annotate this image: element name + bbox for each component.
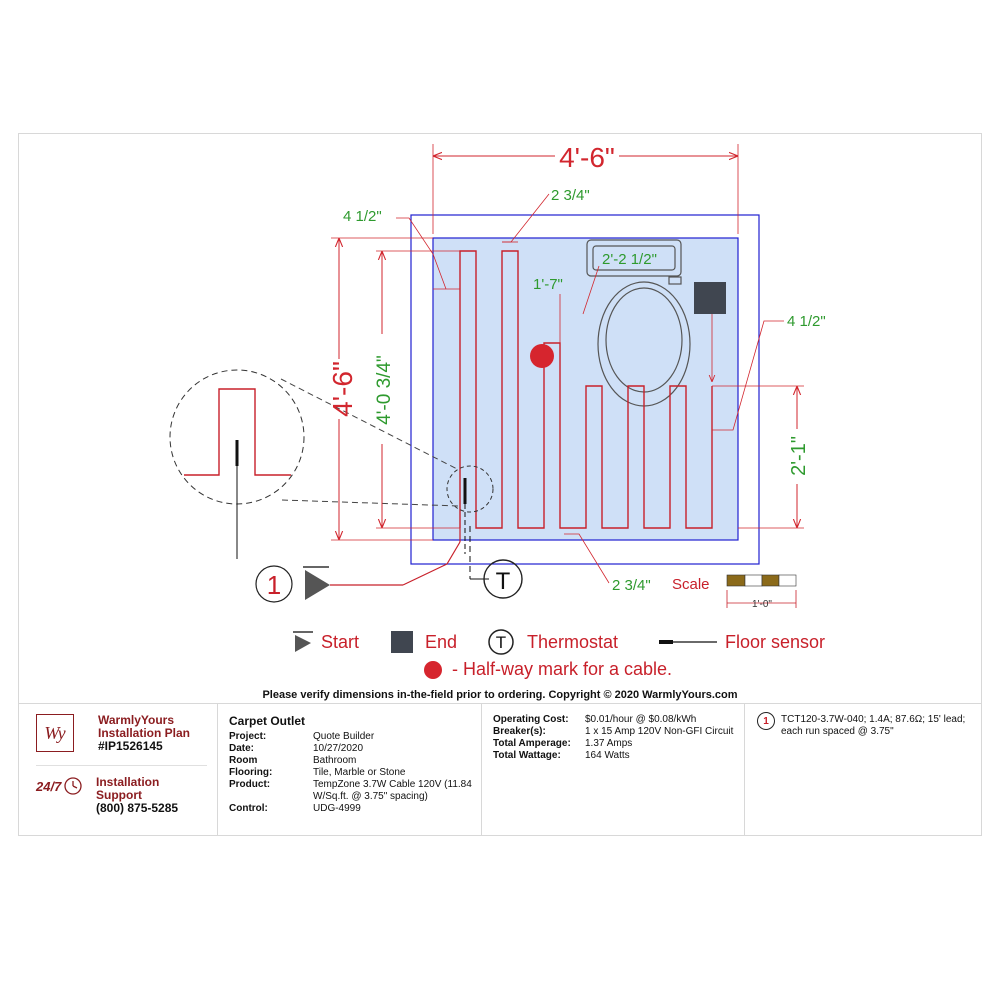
scale-length: 1'-0" — [752, 599, 772, 610]
detail-label: Operating Cost: — [493, 714, 569, 725]
thermostat-icon-glyph: T — [496, 633, 506, 652]
detail-label: Project: — [229, 731, 267, 742]
scale-bar — [726, 574, 797, 608]
dim-overall-height: 4'-6" — [327, 361, 358, 417]
thermostat-glyph: T — [496, 568, 511, 595]
legend-floor-sensor-label: Floor sensor — [725, 631, 826, 652]
detail-value: Bathroom — [313, 755, 357, 766]
end-icon — [391, 631, 413, 653]
cable-detail-callout — [169, 369, 460, 559]
cable-note-text: TCT120-3.7W-040; 1.4A; 87.6Ω; 15' lead; … — [781, 714, 966, 737]
floor-sensor-icon — [659, 640, 717, 644]
cable-note-panel: 1 TCT120-3.7W-040; 1.4A; 87.6Ω; 15' lead… — [744, 704, 982, 836]
plan-footer: Wy WarmlyYours Installation Plan #IP1526… — [18, 703, 982, 836]
warmlyyours-logo: Wy — [36, 714, 74, 752]
dim-right-height: 2'-1" — [788, 436, 810, 476]
detail-value: 10/27/2020 — [313, 743, 364, 754]
scale-label: Scale — [672, 576, 710, 593]
dim-toilet-width: 2'-2 1/2" — [602, 251, 657, 268]
detail-value: TempZone 3.7W Cable 120V (11.84 W/Sq.ft.… — [313, 779, 472, 802]
legend: Start End T Thermostat Floor sensor — [291, 628, 825, 656]
plan-number: #IP1526145 — [98, 739, 163, 753]
halfway-mark — [530, 344, 554, 368]
thermostat-symbol — [483, 559, 523, 599]
installation-plan-sheet: 1 T 4'-6" 4'-6" 4'-0 3/4" 2'-1" — [18, 133, 982, 836]
circuit-number: 1 — [267, 570, 281, 600]
legend-end-label: End — [425, 631, 458, 652]
start-arrow-icon — [303, 566, 330, 600]
support-title: Installation — [96, 775, 160, 789]
dim-top-gap: 2 3/4" — [551, 187, 590, 204]
legend-halfway: - Half-way mark for a cable. — [424, 659, 672, 680]
floor-sensor-detail-circle — [446, 465, 494, 513]
detail-value: 164 Watts — [585, 750, 630, 761]
detail-label: Date: — [229, 743, 255, 754]
project-title: Carpet Outlet — [229, 714, 306, 728]
logo-text: Wy — [44, 722, 66, 743]
detail-label: Room — [229, 755, 258, 766]
detail-label: Breaker(s): — [493, 726, 546, 737]
detail-value: Quote Builder — [313, 731, 375, 742]
dim-toilet-offset: 1'-7" — [533, 276, 563, 293]
legend-halfway-label: - Half-way mark for a cable. — [452, 659, 673, 679]
dim-top-left-offset: 4 1/2" — [343, 208, 382, 225]
company-name: WarmlyYours — [98, 713, 175, 727]
branding-panel: Wy WarmlyYours Installation Plan #IP1526… — [18, 704, 217, 836]
detail-label: Control: — [229, 803, 268, 814]
disclaimer: Please verify dimensions in-the-field pr… — [262, 689, 738, 701]
circuit-number-circle — [255, 565, 293, 603]
detail-value: 1 x 15 Amp 120V Non-GFI Circuit — [585, 726, 734, 737]
detail-value: UDG-4999 — [313, 803, 361, 814]
heating-cable — [459, 250, 713, 529]
dim-bottom-gap: 2 3/4" — [612, 577, 651, 594]
clock-icon — [64, 777, 82, 795]
cable-note-number: 1 — [757, 712, 775, 730]
legend-thermostat-label: Thermostat — [527, 631, 619, 652]
detail-value: 1.37 Amps — [585, 738, 633, 749]
detail-value: $0.01/hour @ $0.08/kWh — [585, 714, 697, 725]
halfway-mark-icon — [424, 660, 442, 679]
dim-overall-width: 4'-6" — [559, 142, 615, 173]
detail-label: Total Wattage: — [493, 750, 561, 761]
legend-start-label: Start — [321, 631, 360, 652]
detail-label: Product: — [229, 779, 271, 790]
dim-cable-height: 4'-0 3/4" — [374, 355, 395, 425]
room-outline — [410, 214, 760, 565]
start-icon — [293, 631, 313, 652]
support-phone[interactable]: (800) 875-5285 — [96, 801, 179, 815]
cable-end-marker — [694, 282, 726, 314]
dim-right-offset: 4 1/2" — [787, 313, 826, 330]
detail-label: Total Amperage: — [493, 738, 571, 749]
plan-title: Installation Plan — [98, 726, 191, 740]
thermostat-icon: T — [488, 629, 514, 655]
support-badge-text: 24/7 — [36, 778, 62, 794]
detail-value: Tile, Marble or Stone — [313, 767, 406, 778]
detail-label: Flooring: — [229, 767, 273, 778]
support-title-2: Support — [96, 788, 142, 802]
support-24-7-icon: 24/7 — [36, 776, 96, 796]
floor-plan-drawing: 1 T 4'-6" 4'-6" 4'-0 3/4" 2'-1" — [169, 142, 826, 610]
